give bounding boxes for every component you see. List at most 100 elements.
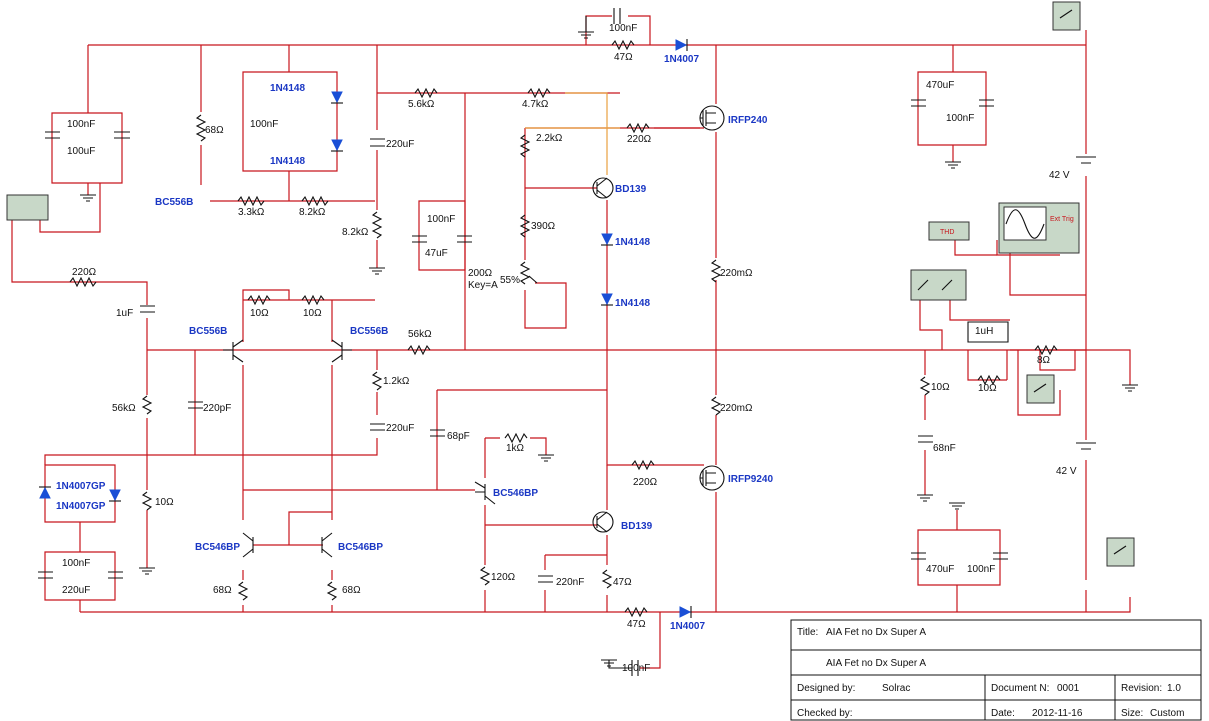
- r-220m-top-label: 220mΩ: [720, 268, 753, 279]
- document-label: Document N:: [991, 683, 1049, 694]
- c-220pf-label: 220pF: [203, 403, 231, 414]
- d-bot-label: 1N4007: [670, 621, 705, 632]
- q-bd139-top-label: BD139: [615, 184, 647, 195]
- r-10-b-label: 10Ω: [303, 308, 322, 319]
- d2-label: 1N4148: [270, 156, 305, 167]
- c-d-100nf-label: 100nF: [250, 119, 278, 130]
- r-390-label: 390Ω: [531, 221, 556, 232]
- d-top-label: 1N4007: [664, 54, 699, 65]
- l-1uh-label: 1uH: [975, 326, 993, 337]
- instruments: [6, 1, 1135, 567]
- r-47-bot-label: 47Ω: [627, 619, 646, 630]
- q-bc546-1-label: BC546BP: [195, 542, 240, 553]
- r-56k-h-label: 56kΩ: [408, 329, 432, 340]
- c-bot-100nf-label: 100nF: [622, 663, 650, 674]
- thd-analyzer-icon: [928, 221, 970, 241]
- pot-200-label: 200Ω: [468, 268, 493, 279]
- r-top-47-label: 47Ω: [614, 52, 633, 63]
- c-top-100nf-label: 100nF: [609, 23, 637, 34]
- c-in-100uf-label: 100uF: [67, 146, 95, 157]
- v-bot-label: 42 V: [1056, 466, 1077, 477]
- c-100nf-lo-label: 100nF: [62, 558, 90, 569]
- r-10-zobel-label: 10Ω: [931, 382, 950, 393]
- r-3k3-label: 3.3kΩ: [238, 207, 265, 218]
- c-in-100nf-label: 100nF: [67, 119, 95, 130]
- size-label: Size:: [1121, 708, 1143, 719]
- c-100nf-mid-label: 100nF: [427, 214, 455, 225]
- wattmeter-icon: [910, 269, 967, 301]
- thd-label: THD: [940, 229, 954, 236]
- document-value: 0001: [1057, 683, 1080, 694]
- r-8k2-h-label: 8.2kΩ: [299, 207, 326, 218]
- c-220uf-lo-label: 220uF: [62, 585, 90, 596]
- c-100nf-bot-label: 100nF: [967, 564, 995, 575]
- v-top-label: 42 V: [1049, 170, 1070, 181]
- title-label: Title:: [797, 627, 818, 638]
- r-120-label: 120Ω: [491, 572, 516, 583]
- c-47uf-label: 47uF: [425, 248, 448, 259]
- r-68-top-label: 68Ω: [205, 125, 224, 136]
- r-10-lo-label: 10Ω: [155, 497, 174, 508]
- q-bc556-top-label: BC556B: [155, 197, 193, 208]
- d-gp2-label: 1N4007GP: [56, 501, 106, 512]
- r-47-lo-label: 47Ω: [613, 577, 632, 588]
- r-68-b-label: 68Ω: [342, 585, 361, 596]
- date-value: 2012-11-16: [1032, 708, 1083, 719]
- q-bc556-l-label: BC556B: [189, 326, 227, 337]
- function-generator-icon: [6, 194, 49, 221]
- q-bd139-bot-label: BD139: [621, 521, 653, 532]
- component-symbols: [38, 8, 1138, 676]
- d4-label: 1N4148: [615, 298, 650, 309]
- q-irfp240-label: IRFP240: [728, 115, 768, 126]
- q-irfp9240-label: IRFP9240: [728, 474, 773, 485]
- r-2k2-label: 2.2kΩ: [536, 133, 563, 144]
- c-68nf-label: 68nF: [933, 443, 956, 454]
- title-block: Title: AIA Fet no Dx Super A AIA Fet no …: [790, 619, 1202, 721]
- d-gp1-label: 1N4007GP: [56, 481, 106, 492]
- designed-by-label: Designed by:: [797, 683, 855, 694]
- title-value: AIA Fet no Dx Super A: [826, 627, 926, 638]
- revision-label: Revision:: [1121, 683, 1162, 694]
- r-1k2-label: 1.2kΩ: [383, 376, 410, 387]
- r-1k-label: 1kΩ: [506, 443, 525, 454]
- r-68-a-label: 68Ω: [213, 585, 232, 596]
- component-labels: 100nF 47Ω 1N4007 100nF 100uF 68Ω 1N4148 …: [56, 23, 1077, 674]
- r-4k7-label: 4.7kΩ: [522, 99, 549, 110]
- c-220uf-mid-label: 220uF: [386, 423, 414, 434]
- r-56k-v-label: 56kΩ: [112, 403, 136, 414]
- voltmeter-icon-bot: [1106, 537, 1135, 567]
- r-220-bot-label: 220Ω: [633, 477, 658, 488]
- size-value: Custom: [1150, 708, 1184, 719]
- r-10-out-label: 10Ω: [978, 383, 997, 394]
- d3-label: 1N4148: [615, 237, 650, 248]
- r-8k2-v-label: 8.2kΩ: [342, 227, 369, 238]
- oscilloscope-icon: [998, 202, 1080, 254]
- r-220-top-label: 220Ω: [627, 134, 652, 145]
- c-68pf-label: 68pF: [447, 431, 470, 442]
- c-220nf-label: 220nF: [556, 577, 584, 588]
- c-1uf-label: 1uF: [116, 308, 133, 319]
- q-bc546-3-label: BC546BP: [493, 488, 538, 499]
- r-8-load-label: 8Ω: [1037, 355, 1051, 366]
- wires: [11, 15, 1131, 669]
- pot-pct-label: 55%: [500, 275, 520, 286]
- pot-key-label: Key=A: [468, 280, 498, 291]
- r-220m-bot-label: 220mΩ: [720, 403, 753, 414]
- q-bc556-r-label: BC556B: [350, 326, 388, 337]
- date-label: Date:: [991, 708, 1015, 719]
- designed-by-value: Solrac: [882, 683, 910, 694]
- r-10-a-label: 10Ω: [250, 308, 269, 319]
- revision-value: 1.0: [1167, 683, 1181, 694]
- d1-label: 1N4148: [270, 83, 305, 94]
- ext-trig-label: Ext Trig: [1050, 216, 1074, 223]
- voltmeter-icon-top: [1052, 1, 1081, 31]
- r-5k6-label: 5.6kΩ: [408, 99, 435, 110]
- r-220-in-label: 220Ω: [72, 267, 97, 278]
- q-bc546-2-label: BC546BP: [338, 542, 383, 553]
- c-100nf-rt-label: 100nF: [946, 113, 974, 124]
- c-470uf-top-label: 470uF: [926, 80, 954, 91]
- subtitle-value: AIA Fet no Dx Super A: [826, 658, 926, 669]
- c-470uf-bot-label: 470uF: [926, 564, 954, 575]
- voltmeter-icon-out: [1026, 374, 1055, 404]
